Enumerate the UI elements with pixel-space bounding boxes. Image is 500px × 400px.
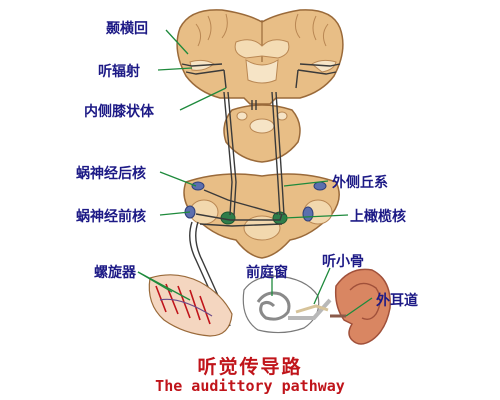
middle-ear-section <box>242 275 332 334</box>
label-superior-olivary-nucleus: 上橄榄核 <box>350 209 406 225</box>
label-vestibular-window: 前庭窗 <box>246 265 288 281</box>
leader-superior-olivary-nucleus <box>283 214 349 219</box>
cerebrum-section <box>176 9 344 105</box>
leader-ventral-cochlear-nucleus <box>159 211 191 216</box>
leader-spiral-organ-2 <box>137 271 191 301</box>
leader-dorsal-cochlear-nucleus <box>159 171 197 187</box>
midbrain-section <box>223 104 301 163</box>
label-lateral-lemniscus: 外侧丘系 <box>332 175 388 191</box>
medulla-section <box>183 173 340 259</box>
label-ventral-cochlear-nucleus: 蜗神经前核 <box>76 209 146 225</box>
diagram-title-english: The audittory pathway <box>155 377 345 395</box>
label-dorsal-cochlear-nucleus: 蜗神经后核 <box>76 166 146 182</box>
label-transverse-temporal-gyrus: 颞横回 <box>106 21 148 37</box>
leader-lateral-lemniscus <box>283 180 329 187</box>
leader-transverse-temporal-gyrus <box>165 29 189 55</box>
leader-medial-geniculate-body <box>179 87 227 111</box>
label-acoustic-radiation: 听辐射 <box>98 64 140 80</box>
leader-ossicles <box>313 267 331 305</box>
leader-external-auditory-canal <box>345 297 373 317</box>
leader-acoustic-radiation <box>157 67 193 71</box>
auditory-pathway-fibers <box>181 63 341 327</box>
label-ossicles: 听小骨 <box>322 254 364 270</box>
label-spiral-organ: 螺旋器 <box>94 265 136 281</box>
outer-ear <box>330 268 391 345</box>
cochlea-section <box>148 274 233 337</box>
label-external-auditory-canal: 外耳道 <box>376 293 418 309</box>
label-medial-geniculate-body: 内侧膝状体 <box>84 104 154 120</box>
diagram-title-chinese: 听觉传导路 <box>197 356 303 378</box>
leader-lines <box>137 29 373 317</box>
